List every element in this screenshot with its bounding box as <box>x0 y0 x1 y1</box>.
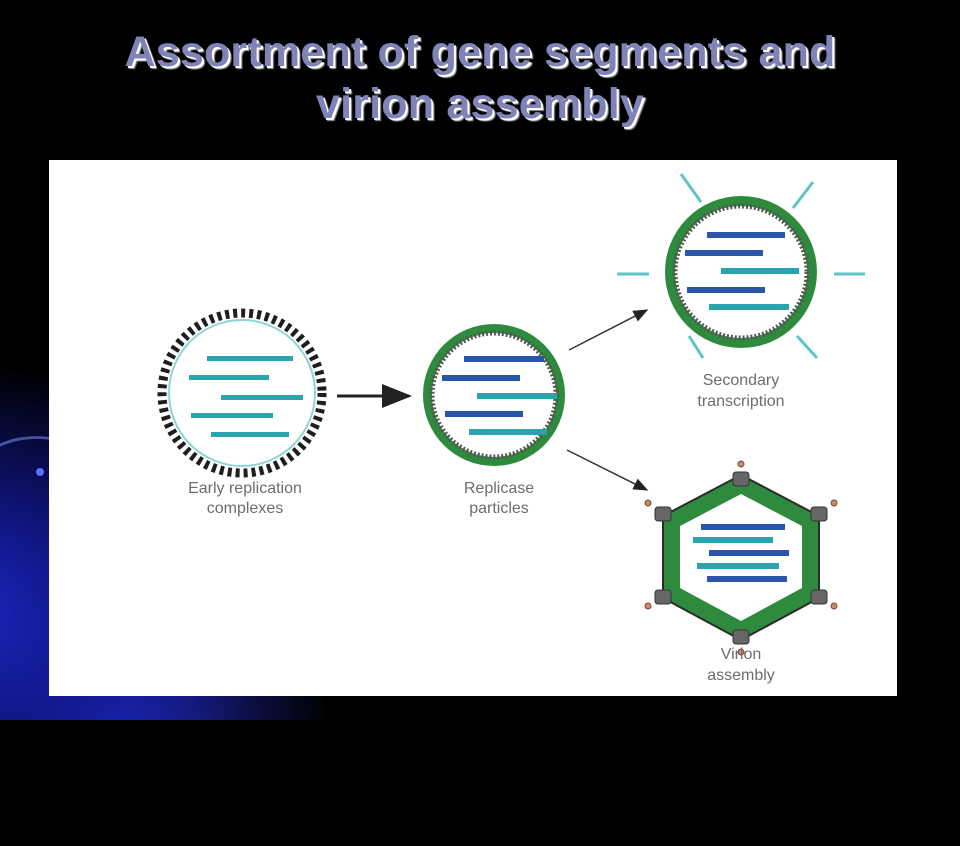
early-segment <box>189 375 269 380</box>
virion-spike-tip <box>644 602 652 610</box>
secondary-segment <box>685 250 763 256</box>
early-segment <box>191 413 273 418</box>
virion-spike-tip <box>644 499 652 507</box>
virion-segment <box>701 524 785 530</box>
virion-spike-tip <box>830 602 838 610</box>
virion-spike <box>654 589 672 605</box>
arrow-to-virion <box>566 449 649 491</box>
early-segment <box>221 395 303 400</box>
virion-label-line-1: Virion <box>721 646 762 663</box>
transcript-ray <box>687 335 705 359</box>
secondary-transcription-particle <box>617 173 865 360</box>
replicase-particle <box>423 324 565 466</box>
secondary-segment <box>707 232 785 238</box>
bullet-dot <box>36 468 44 476</box>
early-replication-complex <box>157 308 327 478</box>
replicase-label-line-2: particles <box>469 500 529 517</box>
early-complex-inner-ring <box>168 319 316 467</box>
secondary-label-line-1: Secondary <box>703 372 780 389</box>
virion-spike <box>810 506 828 522</box>
replicase-label-line-1: Replicase <box>464 480 534 497</box>
secondary-segment <box>721 268 799 274</box>
virion-segment <box>693 537 773 543</box>
title-line-2: virion assembly <box>315 80 645 128</box>
early-segment <box>207 356 293 361</box>
virion-spike <box>810 589 828 605</box>
virion-spike <box>654 506 672 522</box>
replicase-segment <box>469 429 547 435</box>
virion-segment <box>709 550 789 556</box>
replicase-segment <box>442 375 520 381</box>
virion-spike <box>732 629 750 645</box>
transcript-ray <box>795 334 819 360</box>
virion-spike-tip <box>737 460 745 468</box>
replicase-segment <box>477 393 557 399</box>
diagram-panel: Early replication complexes Replicase pa… <box>49 160 897 696</box>
secondary-segment <box>687 287 765 293</box>
replicase-segment <box>445 411 523 417</box>
virion-segment <box>697 563 779 569</box>
transcript-ray <box>679 173 703 203</box>
early-segment <box>211 432 289 437</box>
virion-spike-tip <box>737 648 745 656</box>
early-complex-dotted-outline <box>157 308 327 478</box>
early-label-line-1: Early replication <box>188 480 302 497</box>
secondary-segment <box>709 304 789 310</box>
virion-label-line-2: assembly <box>707 667 775 684</box>
replicase-segment <box>464 356 544 362</box>
virion-segment <box>707 576 787 582</box>
replication-diagram: Early replication complexes Replicase pa… <box>157 173 865 684</box>
virion-spike <box>732 471 750 487</box>
secondary-label-line-2: transcription <box>697 393 784 410</box>
slide-title: Assortment of gene segments and virion a… <box>0 26 960 130</box>
title-line-1: Assortment of gene segments and <box>124 28 836 76</box>
virion-assembly-particle <box>644 460 838 656</box>
virion-spike-tip <box>830 499 838 507</box>
transcript-ray <box>791 181 815 209</box>
arrow-to-secondary <box>568 309 649 351</box>
early-label-line-2: complexes <box>207 500 283 517</box>
